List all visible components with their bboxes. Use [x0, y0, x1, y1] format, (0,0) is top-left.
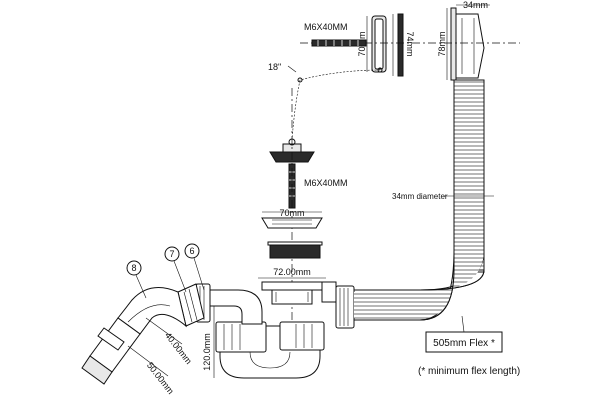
svg-text:7: 7 [169, 249, 174, 259]
plug-chain [291, 67, 383, 141]
waste-body [261, 281, 323, 305]
dim-74-label: 74mm [405, 31, 415, 56]
flex-length-leader [461, 315, 465, 333]
overflow-screw [311, 39, 367, 47]
inlet-pipe [81, 317, 141, 385]
chain-leader [287, 65, 297, 73]
dim-70-mid-label: 70mm [279, 208, 304, 218]
waste-grate [261, 217, 323, 229]
screw-top-label: M6X40MM [304, 22, 348, 32]
flex-note-label: (* minimum flex length) [418, 366, 520, 377]
flex-length-label: 505mm Flex * [433, 338, 495, 349]
trap-arm-left [199, 289, 263, 325]
nut-7 [177, 283, 205, 327]
svg-text:8: 8 [131, 263, 136, 273]
callout-8: 8 [126, 260, 147, 299]
overflow-gasket [397, 13, 404, 77]
dim-40-label: 40.00mm [163, 330, 194, 366]
bottle-trap [215, 321, 325, 379]
dim-78-label: 78mm [437, 31, 447, 56]
dim-72-label: 72.00mm [273, 267, 311, 277]
overflow-cover-head [450, 7, 485, 81]
callout-6: 6 [184, 243, 205, 291]
dim-120-label: 120.0mm [202, 333, 212, 371]
flex-length-box: 505mm Flex * [425, 331, 503, 353]
callout-7: 7 [164, 246, 187, 293]
waste-washer [267, 241, 323, 259]
dim-50-line [127, 345, 169, 377]
trap-outlet-right [321, 281, 355, 329]
screw-mid-label: M6X40MM [304, 178, 348, 188]
dim-34-top-label: 34mm [463, 0, 488, 10]
dim-40-line [145, 317, 183, 345]
overflow-plate [371, 15, 387, 73]
flex-hose [353, 79, 485, 321]
svg-text:6: 6 [189, 246, 194, 256]
flex-diameter-label: 34mm diameter [392, 192, 448, 201]
chain-length-label: 18" [268, 62, 281, 72]
dim-50-label: 50.00mm [145, 360, 176, 396]
